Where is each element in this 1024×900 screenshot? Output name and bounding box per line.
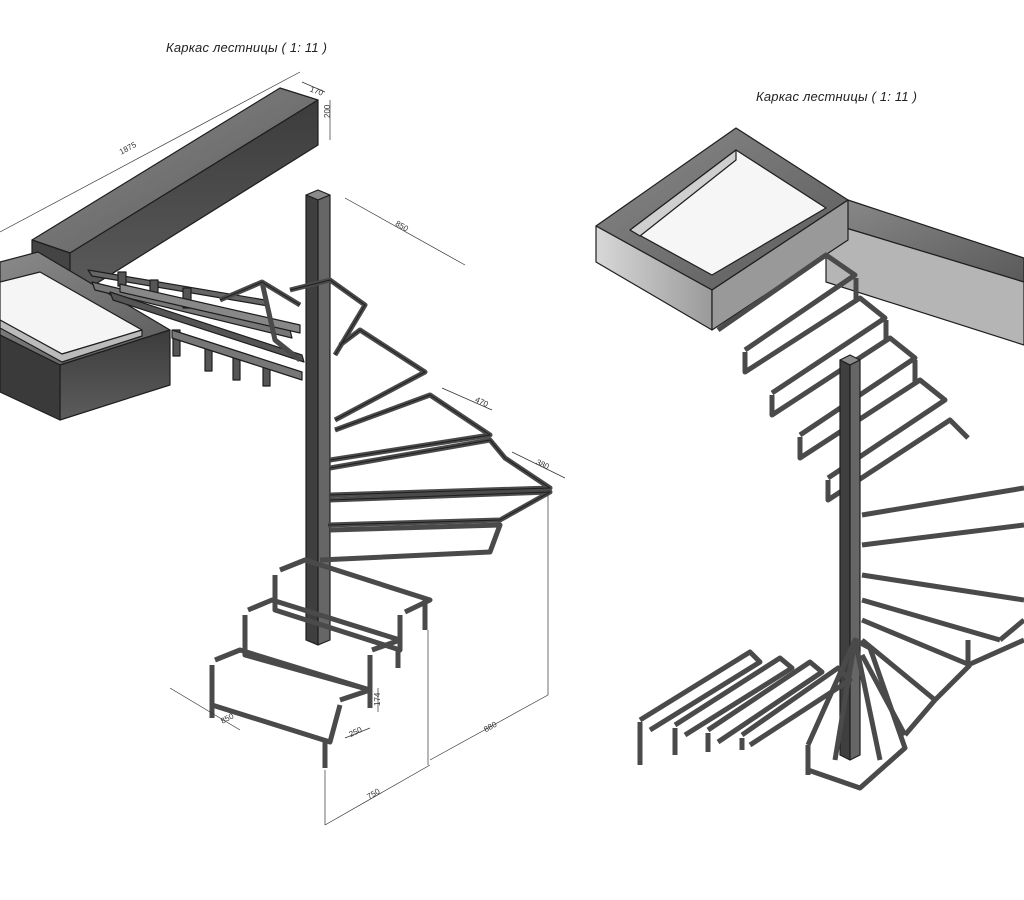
drawing-title-right: Каркас лестницы ( 1: 11 ) (756, 89, 918, 104)
drawing-title-left: Каркас лестницы ( 1: 11 ) (166, 40, 328, 55)
dim-step-depth: 250 (348, 725, 364, 739)
dim-beam-length: 1875 (118, 140, 138, 157)
upper-flight-right (716, 252, 970, 503)
dim-upper-flight-width: 850 (394, 219, 411, 234)
support-beam-left (31, 87, 319, 301)
dim-step-rise: 174 (373, 692, 382, 706)
landing-frame-right (595, 127, 849, 331)
lower-flight-right (637, 637, 908, 791)
lower-flight-left (209, 557, 433, 768)
upper-flight-left (87, 269, 305, 387)
central-post-left (305, 189, 331, 646)
dim-beam-width: 170 (309, 85, 325, 98)
dimension-lines-left (0, 71, 566, 826)
dim-beam-height: 200 (323, 104, 332, 118)
dim-winder-380: 380 (535, 458, 551, 472)
dim-base-length: 750 (365, 786, 382, 801)
winder-steps-right (859, 485, 1024, 737)
left-staircase-frame: 1875 170 200 850 470 380 880 750 850 250… (0, 71, 566, 826)
dim-total-height: 880 (482, 720, 498, 734)
winder-steps-left (219, 277, 553, 563)
landing-frame-left (0, 251, 171, 421)
right-staircase-frame (595, 127, 1024, 791)
central-post-right (839, 354, 861, 761)
dim-winder-470: 470 (474, 395, 490, 409)
